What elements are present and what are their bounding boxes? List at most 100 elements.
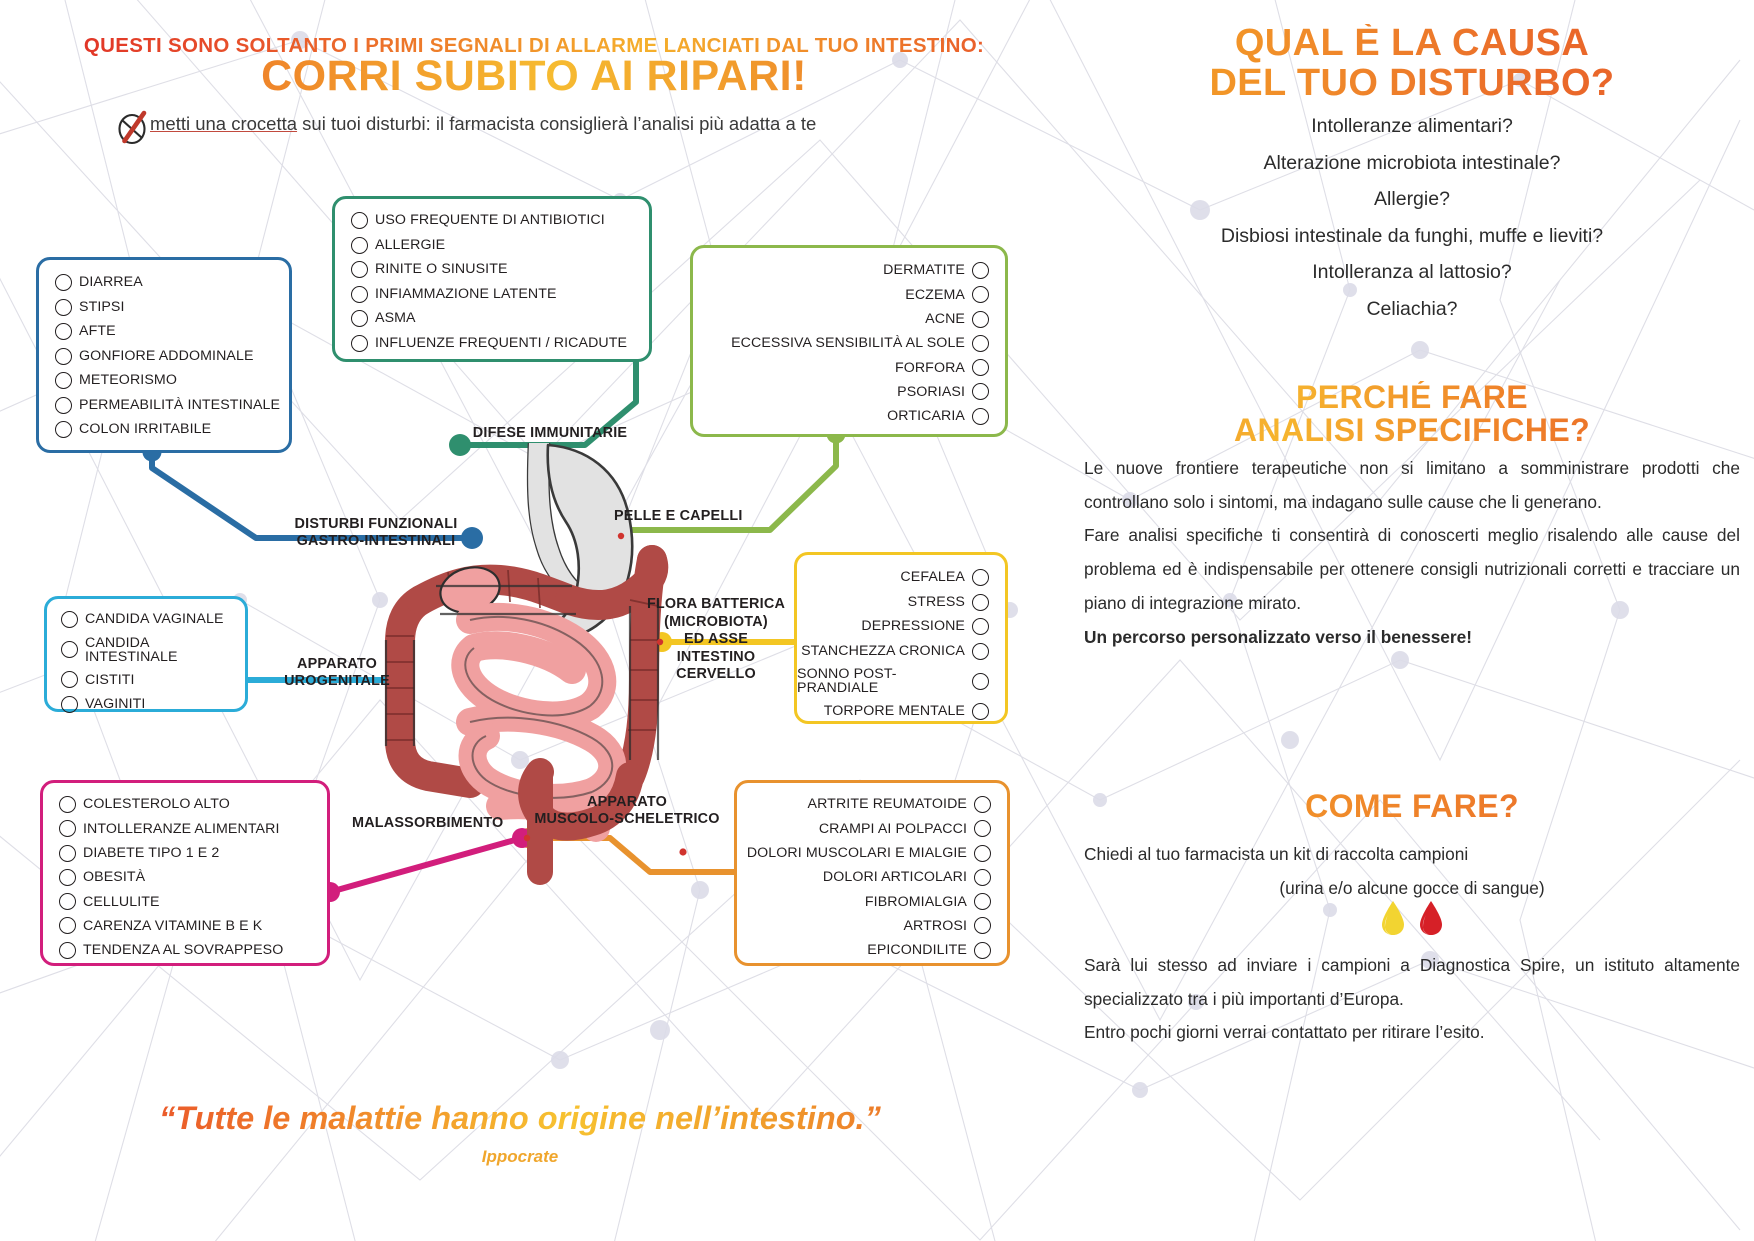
checkbox-circle-icon[interactable]	[351, 236, 368, 254]
blood-drop-icon	[1420, 901, 1443, 935]
checklist-item[interactable]: ARTRITE REUMATOIDE	[737, 796, 991, 813]
checkbox-circle-icon[interactable]	[974, 868, 991, 886]
checklist-urogenital-items: CANDIDA VAGINALE CANDIDA INTESTINALE CISTI…	[61, 611, 245, 713]
checkbox-circle-icon[interactable]	[972, 383, 989, 401]
checklist-item[interactable]: INFIAMMAZIONE LATENTE	[351, 285, 649, 303]
checklist-item-label: CEFALEA	[900, 569, 965, 586]
checkbox-circle-icon[interactable]	[351, 285, 368, 303]
checklist-item[interactable]: CRAMPI AI POLPACCI	[737, 820, 991, 838]
checklist-item-label: DERMATITE	[883, 262, 965, 279]
checklist-item[interactable]: SONNO POST-PRANDIALE	[797, 667, 989, 695]
checklist-item[interactable]: OBESITÀ	[59, 868, 327, 886]
checklist-item[interactable]: STANCHEZZA CRONICA	[797, 642, 989, 660]
checklist-item[interactable]: FIBROMIALGIA	[737, 893, 991, 911]
checklist-item[interactable]: ASMA	[351, 310, 649, 327]
checkbox-circle-icon[interactable]	[59, 844, 76, 862]
checklist-item[interactable]: PERMEABILITÀ INTESTINALE	[55, 396, 289, 414]
checkbox-circle-icon[interactable]	[59, 941, 76, 959]
checklist-item[interactable]: DEPRESSIONE	[797, 618, 989, 635]
checkbox-circle-icon[interactable]	[55, 323, 72, 340]
checklist-gastro: DIARREA STIPSI AFTE GONFIORE ADDOMINALE METE…	[36, 257, 292, 453]
checklist-item[interactable]: FORFORA	[693, 359, 989, 377]
checklist-item[interactable]: TORPORE MENTALE	[797, 702, 989, 720]
checkbox-circle-icon[interactable]	[974, 917, 991, 935]
checkbox-circle-icon[interactable]	[59, 796, 76, 813]
checkbox-circle-icon[interactable]	[61, 671, 78, 689]
checkbox-circle-icon[interactable]	[972, 618, 989, 635]
checklist-item[interactable]: METEORISMO	[55, 372, 289, 389]
checklist-immune: USO FREQUENTE DI ANTIBIOTICI ALLERGIE RINI…	[332, 196, 652, 362]
checklist-item[interactable]: ARTROSI	[737, 917, 991, 935]
checklist-item[interactable]: CELLULITE	[59, 893, 327, 911]
checkbox-circle-icon[interactable]	[972, 334, 989, 352]
checklist-item[interactable]: ALLERGIE	[351, 236, 649, 254]
checkbox-circle-icon[interactable]	[61, 641, 78, 659]
checkbox-circle-icon[interactable]	[55, 396, 72, 414]
checkbox-circle-icon[interactable]	[974, 893, 991, 911]
checklist-item[interactable]: CISTITI	[61, 671, 245, 689]
checklist-item[interactable]: DOLORI ARTICOLARI	[737, 868, 991, 886]
checkbox-circle-icon[interactable]	[972, 359, 989, 377]
connector-label-urogenital: APPARATO UROGENITALE	[284, 656, 390, 689]
checkbox-circle-icon[interactable]	[972, 569, 989, 586]
checklist-item[interactable]: INTOLLERANZE ALIMENTARI	[59, 820, 327, 838]
checkbox-circle-icon[interactable]	[55, 421, 72, 438]
checklist-item[interactable]: PSORIASI	[693, 383, 989, 401]
checkbox-circle-icon[interactable]	[351, 261, 368, 278]
checkbox-circle-icon[interactable]	[59, 868, 76, 886]
checklist-item[interactable]: INFLUENZE FREQUENTI / RICADUTE	[351, 334, 649, 352]
checkbox-circle-icon[interactable]	[972, 642, 989, 660]
checkbox-circle-icon[interactable]	[974, 820, 991, 838]
checkbox-circle-icon[interactable]	[61, 611, 78, 628]
checkbox-circle-icon[interactable]	[972, 262, 989, 279]
checklist-item[interactable]: CARENZA VITAMINE B E K	[59, 917, 327, 935]
checkbox-circle-icon[interactable]	[55, 347, 72, 365]
checklist-item[interactable]: ECCESSIVA SENSIBILITÀ AL SOLE	[693, 334, 989, 352]
checklist-item[interactable]: DIARREA	[55, 274, 289, 291]
checklist-item-label: PSORIASI	[897, 383, 965, 400]
checklist-item[interactable]: STRESS	[797, 593, 989, 611]
checklist-item[interactable]: DOLORI MUSCOLARI E MIALGIE	[737, 844, 991, 862]
checklist-item[interactable]: GONFIORE ADDOMINALE	[55, 347, 289, 365]
checkbox-circle-icon[interactable]	[972, 310, 989, 328]
checklist-item[interactable]: EPICONDILITE	[737, 941, 991, 959]
checkbox-circle-icon[interactable]	[972, 407, 989, 425]
checklist-item[interactable]: CEFALEA	[797, 569, 989, 586]
checkbox-circle-icon[interactable]	[61, 695, 78, 713]
checklist-item[interactable]: ACNE	[693, 310, 989, 328]
checkbox-circle-icon[interactable]	[972, 702, 989, 720]
checkbox-circle-icon[interactable]	[351, 310, 368, 327]
checklist-item[interactable]: CANDIDA INTESTINALE	[61, 635, 245, 664]
checklist-item[interactable]: COLESTEROLO ALTO	[59, 796, 327, 813]
quote-author: Ippocrate	[481, 1147, 559, 1166]
checkbox-circle-icon[interactable]	[59, 820, 76, 838]
checkbox-circle-icon[interactable]	[59, 917, 76, 935]
checkbox-circle-icon[interactable]	[59, 893, 76, 911]
checklist-item[interactable]: DIABETE TIPO 1 E 2	[59, 844, 327, 862]
checklist-item[interactable]: CANDIDA VAGINALE	[61, 611, 245, 628]
checkbox-circle-icon[interactable]	[55, 274, 72, 291]
checkbox-circle-icon[interactable]	[55, 298, 72, 316]
checkbox-circle-icon[interactable]	[974, 796, 991, 813]
checkbox-circle-icon[interactable]	[351, 334, 368, 352]
checklist-item[interactable]: DERMATITE	[693, 262, 989, 279]
checklist-item[interactable]: COLON IRRITABILE	[55, 421, 289, 438]
checklist-item[interactable]: AFTE	[55, 323, 289, 340]
checklist-item[interactable]: ORTICARIA	[693, 407, 989, 425]
checkbox-circle-icon[interactable]	[972, 672, 989, 690]
checklist-item[interactable]: RINITE O SINUSITE	[351, 261, 649, 278]
checkbox-circle-icon[interactable]	[974, 844, 991, 862]
checkbox-circle-icon[interactable]	[974, 941, 991, 959]
checklist-item-label: VAGINITI	[85, 696, 146, 713]
checklist-item[interactable]: ECZEMA	[693, 286, 989, 304]
checkbox-circle-icon[interactable]	[972, 593, 989, 611]
checkbox-circle-icon[interactable]	[55, 372, 72, 389]
checklist-musculo: ARTRITE REUMATOIDE CRAMPI AI POLPACCI DOLO…	[734, 780, 1010, 966]
checkbox-circle-icon[interactable]	[351, 212, 368, 229]
checklist-item[interactable]: STIPSI	[55, 298, 289, 316]
checklist-item[interactable]: USO FREQUENTE DI ANTIBIOTICI	[351, 212, 649, 229]
checklist-item[interactable]: TENDENZA AL SOVRAPPESO	[59, 941, 327, 959]
checklist-item[interactable]: VAGINITI	[61, 695, 245, 713]
checkbox-circle-icon[interactable]	[972, 286, 989, 304]
connector-label-malassorbimento: MALASSORBIMENTO	[352, 815, 504, 831]
